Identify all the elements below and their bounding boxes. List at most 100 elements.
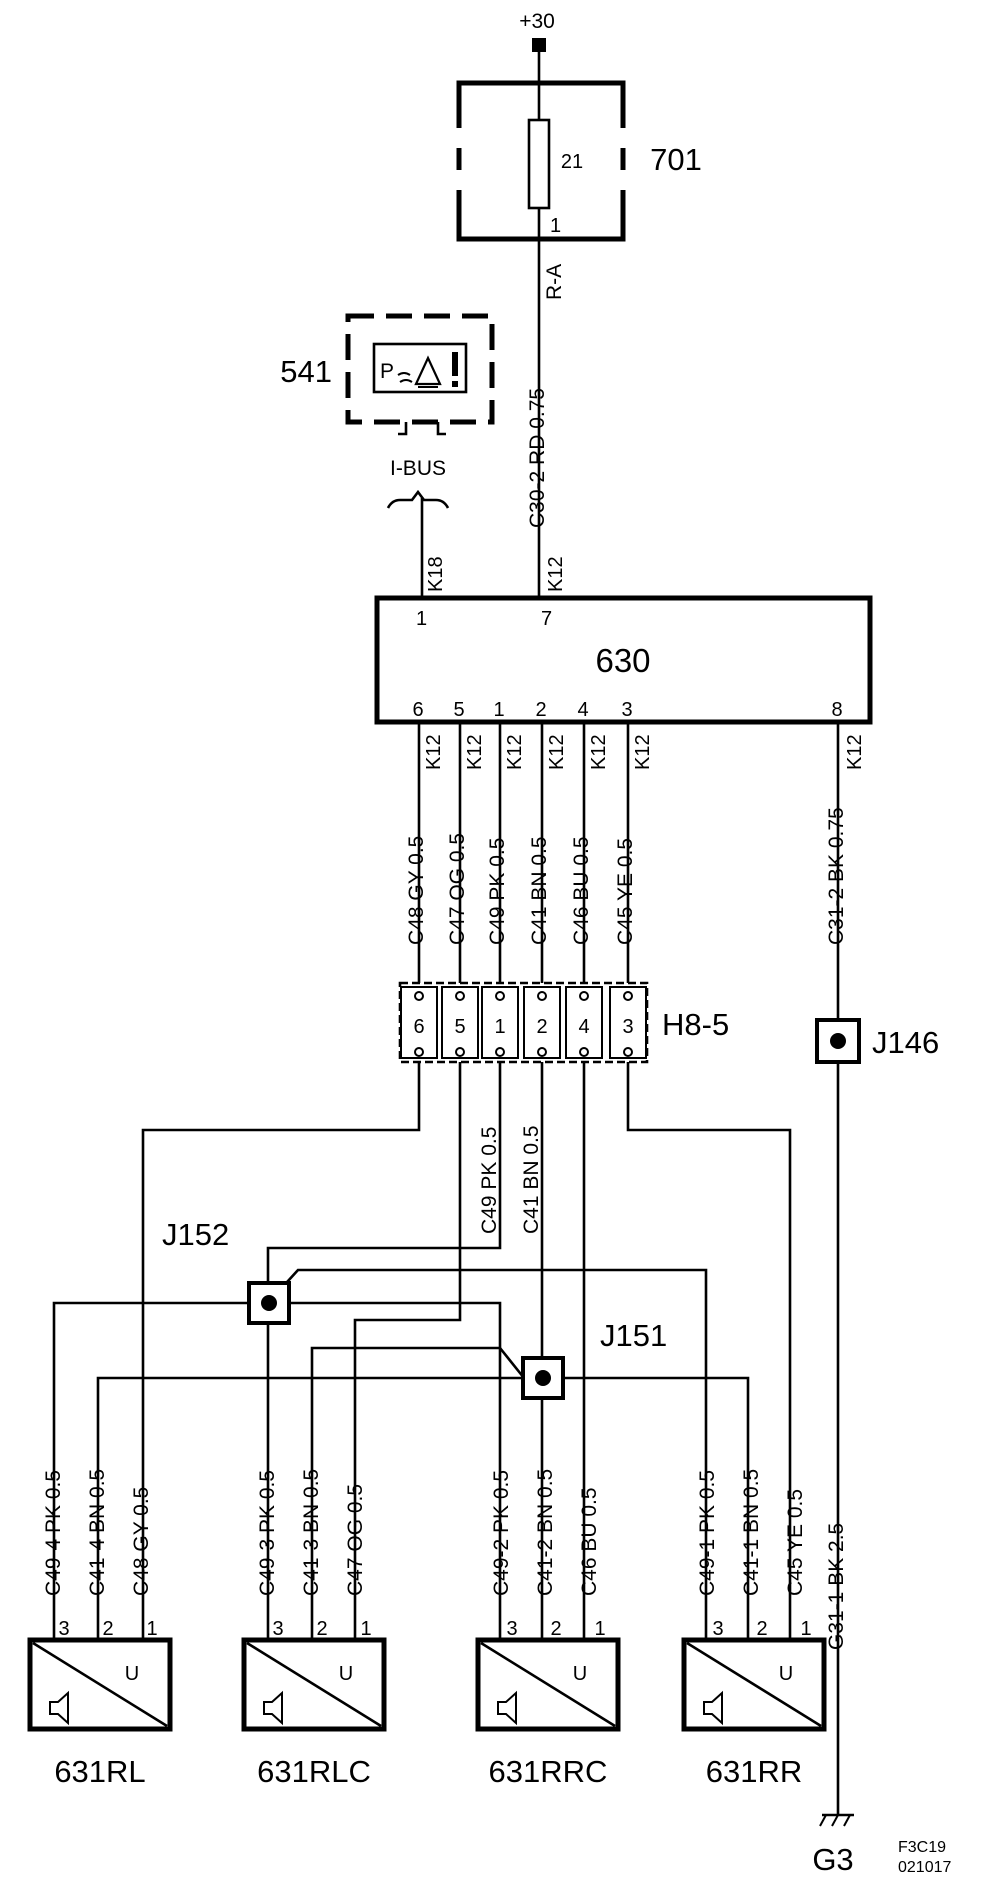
harness-wire-label: C49 PK 0.5 <box>486 838 509 945</box>
harness-k-label: K12 <box>546 734 568 770</box>
speaker-unit-label: U <box>339 1663 353 1685</box>
speaker-pin: 1 <box>360 1618 371 1640</box>
speaker-divider <box>246 1641 382 1728</box>
speaker-unit-label: U <box>779 1663 793 1685</box>
module-630 <box>374 595 873 725</box>
speaker-id: 631RRC <box>489 1754 608 1789</box>
supply-label: +30 <box>519 10 555 33</box>
connector-bottom-contact <box>495 1047 505 1057</box>
speaker-icon <box>703 1690 723 1726</box>
speaker-unit-label: U <box>125 1663 139 1685</box>
footer-code: F3C19 <box>898 1839 946 1856</box>
lower-wire-label-pk: C49 PK 0.5 <box>478 1127 501 1234</box>
ground-wire-label: C31-2 BK 0.75 <box>825 807 848 945</box>
module-bottom-pin: 1 <box>493 699 504 721</box>
module-bottom-pin: 8 <box>831 699 842 721</box>
harness-k-label: K12 <box>504 734 526 770</box>
harness-k-label: K12 <box>423 734 445 770</box>
speaker-wire-label: C41-4 BN 0.5 <box>86 1469 109 1596</box>
connector-pin: 2 <box>536 1016 547 1038</box>
park-unit-connector <box>398 422 446 436</box>
connector-top-contact <box>455 991 465 1001</box>
module-bottom-pin: 5 <box>453 699 464 721</box>
speaker-wire-label: C41-3 BN 0.5 <box>300 1469 323 1596</box>
splice-j152-label: J152 <box>162 1217 229 1252</box>
speaker-icon <box>263 1690 283 1726</box>
connector-id: H8-5 <box>662 1007 729 1042</box>
module-bottom-pin: 3 <box>621 699 632 721</box>
connector-pin: 1 <box>494 1016 505 1038</box>
speaker-pin: 3 <box>58 1618 69 1640</box>
harness-k-label: K12 <box>632 734 654 770</box>
module-top-pin-1: 1 <box>416 608 427 630</box>
ground-symbol <box>819 1813 854 1827</box>
splice-j151-dot <box>535 1370 551 1386</box>
splice-j151-label: J151 <box>600 1318 667 1353</box>
speaker-pin: 3 <box>712 1618 723 1640</box>
splice-j151 <box>521 1356 565 1400</box>
speaker-wire-label: C49-4 PK 0.5 <box>42 1470 65 1596</box>
speaker-pin: 2 <box>316 1618 327 1640</box>
speaker-icon <box>497 1690 517 1726</box>
splice-j146-dot <box>830 1033 846 1049</box>
connector-top-contact <box>537 991 547 1001</box>
park-assist-warning-icon: P <box>372 342 468 394</box>
footer-date: 021017 <box>898 1859 951 1876</box>
harness-wire-label: C45 YE 0.5 <box>614 838 637 945</box>
harness-wire-label: C47 OG 0.5 <box>446 833 469 945</box>
ground-k-label: K12 <box>844 734 866 770</box>
speaker-divider <box>686 1641 822 1728</box>
speaker-wire-label: C49-1 PK 0.5 <box>696 1470 719 1596</box>
park-unit-id: 541 <box>280 354 332 389</box>
connector-top-contact <box>579 991 589 1001</box>
connector-bottom-contact <box>455 1047 465 1057</box>
fuse-id: 701 <box>650 142 702 177</box>
speaker-pin: 1 <box>594 1618 605 1640</box>
connector-pin: 5 <box>454 1016 465 1038</box>
speaker-icon <box>49 1690 69 1726</box>
lower-routing <box>52 1062 792 1640</box>
speaker-pin: 1 <box>146 1618 157 1640</box>
speaker-wire-label: C49-3 PK 0.5 <box>256 1470 279 1596</box>
fuse-box-701 <box>456 80 626 242</box>
speaker-pin: 3 <box>272 1618 283 1640</box>
speaker-wire-label: C48 GY 0.5 <box>130 1487 153 1596</box>
speaker-pin: 2 <box>102 1618 113 1640</box>
connector-pin: 6 <box>413 1016 424 1038</box>
fuse-number: 21 <box>561 151 583 173</box>
connector-top-contact <box>623 991 633 1001</box>
speaker-wire-label: C41-2 BN 0.5 <box>534 1469 557 1596</box>
speaker-divider <box>32 1641 168 1728</box>
speaker-wire-label: C49-2 PK 0.5 <box>490 1470 513 1596</box>
g3-wire-label: G31-1 BK 2.5 <box>825 1523 848 1650</box>
connector-bottom-contact <box>579 1047 589 1057</box>
speaker-wire-label: C47 OG 0.5 <box>344 1484 367 1596</box>
speaker-pin: 2 <box>550 1618 561 1640</box>
harness-k-label: K12 <box>588 734 610 770</box>
module-bottom-pin: 2 <box>535 699 546 721</box>
module-630-id: 630 <box>595 642 650 679</box>
module-bottom-pin: 6 <box>412 699 423 721</box>
ground-label: G3 <box>812 1842 853 1877</box>
module-bottom-pin: 4 <box>577 699 588 721</box>
svg-text:P: P <box>380 360 394 383</box>
connector-bottom-contact <box>623 1047 633 1057</box>
fuse-wire-label: R-A <box>543 264 566 300</box>
harness-wire-label: C41 BN 0.5 <box>528 836 551 945</box>
ibus-wire-label: K18 <box>425 556 447 592</box>
fuse-out-pin: 1 <box>550 215 561 237</box>
speaker-wire-label: C41-1 BN 0.5 <box>740 1469 763 1596</box>
connector-bottom-contact <box>537 1047 547 1057</box>
speaker-pin: 1 <box>800 1618 811 1640</box>
connector-top-contact <box>414 991 424 1001</box>
supply-terminal <box>532 38 546 52</box>
speaker-unit-label: U <box>573 1663 587 1685</box>
connector-pin: 3 <box>622 1016 633 1038</box>
ibus-brace <box>386 489 450 509</box>
